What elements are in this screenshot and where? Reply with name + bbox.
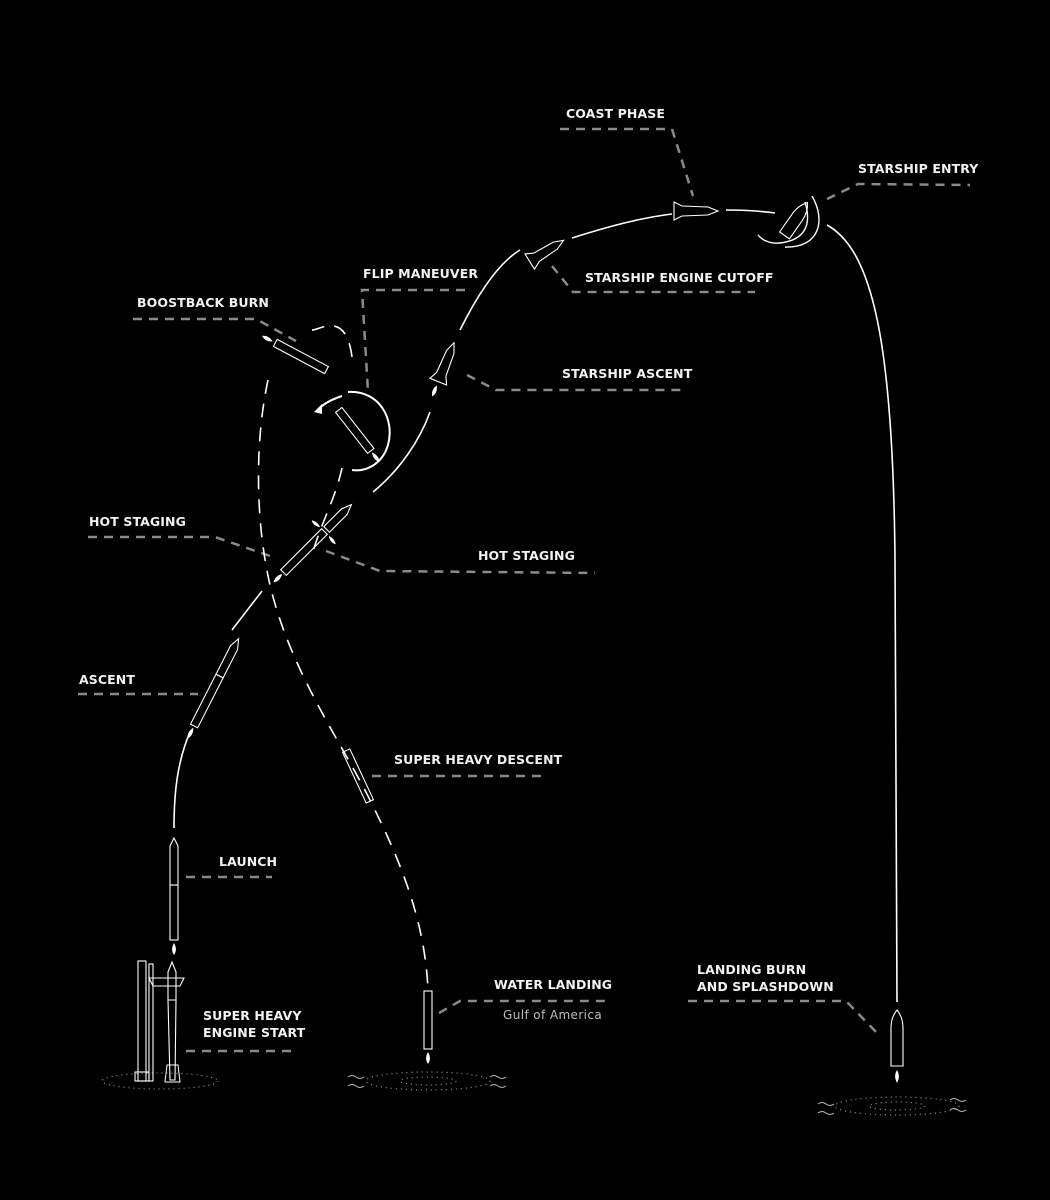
entry-descent-trajectory [826, 224, 898, 1003]
coast-trajectory-2 [725, 209, 776, 214]
leader-starship-ascent [466, 373, 682, 392]
label-boostback-burn: BOOSTBACK BURN [137, 295, 269, 310]
leader-water-landing [438, 999, 605, 1015]
label-hot-staging-left: HOT STAGING [89, 514, 186, 529]
label-starship-engine-cutoff: STARSHIP ENGINE CUTOFF [585, 270, 774, 285]
splashdown-dots [817, 1096, 967, 1116]
leader-coast-phase [560, 127, 695, 197]
ascent-trajectory-2 [231, 590, 263, 631]
starship-ascent-trajectory-2 [459, 249, 521, 331]
flip-maneuver-icon [314, 390, 391, 472]
ascent-rocket-icon [187, 637, 240, 739]
coast-phase-icon [673, 201, 720, 221]
label-launch: LAUNCH [219, 854, 278, 869]
coast-trajectory [571, 213, 673, 239]
water-landing-booster-icon [423, 990, 433, 1064]
leader-hot-staging-right [325, 549, 596, 575]
stack-on-pad-icon [164, 960, 181, 1083]
super-heavy-descent-icon [341, 748, 375, 804]
leader-starship-engine-cutoff [551, 265, 755, 294]
water-landing-dots [347, 1071, 507, 1091]
boostback-booster-icon [262, 335, 330, 375]
label-coast-phase: COAST PHASE [566, 106, 665, 121]
starship-ascent-icon [428, 341, 455, 397]
landing-burn-starship-icon [890, 1009, 904, 1083]
starship-engine-cutoff-icon [524, 239, 565, 271]
booster-flip-to-staging [311, 467, 343, 556]
leader-hot-staging-left [88, 535, 271, 558]
leader-lines [78, 127, 971, 1053]
label-super-heavy-descent: SUPER HEAVY DESCENT [394, 752, 563, 767]
booster-boostback-trajectory [311, 325, 353, 358]
trajectories [173, 209, 898, 1003]
ascent-trajectory [173, 731, 191, 829]
label-water-landing-location: Gulf of America [503, 1008, 603, 1022]
leader-landing-burn [688, 999, 879, 1035]
starship-ascent-trajectory [372, 411, 431, 493]
label-flip-maneuver: FLIP MANEUVER [363, 266, 479, 281]
leader-starship-entry [826, 182, 971, 201]
label-landing-burn-line1: LANDING BURN [697, 962, 807, 977]
leader-boostback-burn [133, 317, 297, 343]
leader-flip-maneuver [360, 288, 465, 393]
starship-entry-icon [757, 195, 820, 248]
hot-staging-rocket-icon [273, 503, 353, 583]
label-landing-burn-line2: AND SPLASHDOWN [697, 979, 834, 994]
label-super-heavy-engine-start-line2: ENGINE START [203, 1025, 306, 1040]
label-starship-entry: STARSHIP ENTRY [858, 161, 979, 176]
launch-tower-icon [134, 960, 185, 1082]
booster-return-trajectory [257, 379, 429, 991]
label-starship-ascent: STARSHIP ASCENT [562, 366, 693, 381]
label-water-landing: WATER LANDING [494, 977, 613, 992]
label-super-heavy-engine-start-line1: SUPER HEAVY [203, 1008, 302, 1023]
label-hot-staging-right: HOT STAGING [478, 548, 575, 563]
launch-rocket-icon [169, 836, 179, 955]
label-ascent: ASCENT [79, 672, 135, 687]
ground-pad-dots [101, 1072, 219, 1090]
